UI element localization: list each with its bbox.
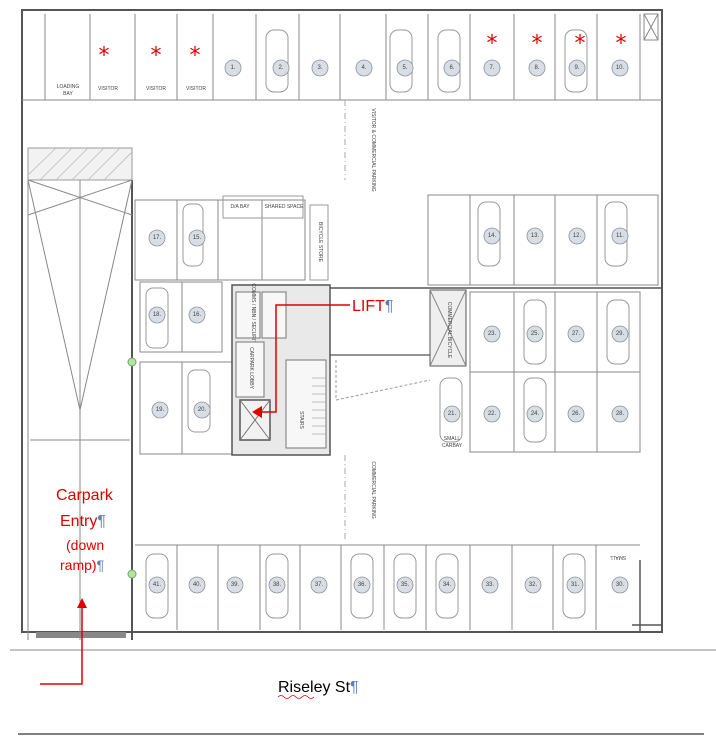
- slot-number: 41.: [153, 582, 162, 588]
- slot-number: 25.: [531, 331, 540, 337]
- visitor-commercial-parking-label: VISITOR & COMMERCIAL PARKING: [370, 108, 376, 191]
- slot-number: 36.: [358, 582, 367, 588]
- small-carbay-label: SMALL: [444, 436, 461, 442]
- slot-number: 34.: [443, 582, 452, 588]
- building-core: COMMS / NBN / SECURITY CARPARK LOBBY STA…: [231, 283, 331, 456]
- carpark-entry-line-2: Entry¶: [60, 513, 106, 530]
- carpark-entry-line-4: ramp)¶: [60, 557, 104, 573]
- slot-number: 11.: [616, 233, 624, 239]
- visitor-marker: *: [575, 32, 586, 57]
- slot-number: 14.: [488, 233, 497, 239]
- slot-number: 39.: [231, 582, 240, 588]
- stairs-label: STAIRS: [298, 411, 304, 429]
- slot-number: 8.: [534, 65, 539, 71]
- slot-number: 2.: [278, 65, 283, 71]
- bottom-bay-row: SMALL 41. 40. 39. 38. 37. 36. 35. 34. 33…: [135, 544, 662, 632]
- carpark-lobby-label: CARPARK LOBBY: [248, 347, 254, 390]
- slot-number: 23.: [488, 331, 497, 337]
- slot-number: 5.: [402, 65, 407, 71]
- slot-number: 28.: [616, 411, 625, 417]
- slot-number: 24.: [531, 411, 540, 417]
- street-name-label: Riseley St¶: [278, 679, 359, 696]
- carpark-entry-line-1: Carpark: [56, 487, 114, 504]
- carpark-entry-annotation: Carpark Entry¶ (down ramp)¶: [40, 487, 114, 685]
- small-carbay-label-bottom: SMALL: [610, 554, 627, 560]
- top-row-labels: LOADING BAY VISITOR VISITOR VISITOR: [57, 84, 207, 97]
- carpark-entry-line-3: (down: [66, 537, 104, 553]
- middle-left-bays: D/A BAY SHARED SPACE BICYCLE STORE 17. 1…: [134, 195, 329, 455]
- shared-space-label: SHARED SPACE: [265, 204, 304, 210]
- visitor-marker: *: [190, 44, 201, 69]
- slot-number: 7.: [489, 65, 494, 71]
- visitor-marker: *: [99, 44, 110, 69]
- top-slot-numbers: 1. 2. 3. 4. 5. 6. 7. 8. 9. 10.: [224, 59, 629, 77]
- slot-number: 31.: [571, 582, 580, 588]
- comms-security-label: COMMS / NBN / SECURITY: [250, 283, 256, 347]
- da-bay-label: D/A BAY: [230, 204, 250, 210]
- visitor-label-1: VISITOR: [98, 86, 118, 92]
- visitor-label-3: VISITOR: [186, 86, 206, 92]
- visitor-marker: *: [532, 32, 543, 57]
- slot-number: 13.: [531, 233, 540, 239]
- slot-number: 12.: [573, 233, 582, 239]
- slot-number: 4.: [361, 65, 366, 71]
- middle-right-bays: 14. 13. 12. 11. COMMERCIAL BICYCLE 23. 2…: [330, 194, 662, 453]
- slot-number: 17.: [153, 235, 162, 241]
- slot-number: 33.: [486, 582, 495, 588]
- slot-number: 35.: [401, 582, 410, 588]
- slot-number: 6.: [449, 65, 454, 71]
- lift-pointer: [252, 304, 350, 418]
- loading-bay-label-2: BAY: [63, 91, 73, 97]
- slot-number: 38.: [273, 582, 282, 588]
- top-bay-row: [44, 13, 659, 100]
- slot-number: 22.: [488, 411, 497, 417]
- slot-number: 18.: [153, 312, 162, 318]
- slot-number: 19.: [156, 407, 165, 413]
- entry-ramp: [27, 147, 137, 640]
- slot-number: 27.: [572, 331, 581, 337]
- slot-number: 16.: [193, 312, 202, 318]
- slot-number: 40.: [193, 582, 202, 588]
- slot-number: 3.: [317, 65, 322, 71]
- slot-number: 10.: [616, 65, 625, 71]
- slot-number: 29.: [616, 331, 625, 337]
- slot-number: 26.: [572, 411, 581, 417]
- visitor-marker: *: [487, 32, 498, 57]
- visitor-label-2: VISITOR: [146, 86, 166, 92]
- slot-number: 37.: [315, 582, 324, 588]
- slot-number: 1.: [230, 65, 235, 71]
- visitor-marker: *: [151, 44, 162, 69]
- small-carbay-label-2: CARBAY: [442, 443, 463, 449]
- visitor-marker: *: [616, 32, 627, 57]
- slot-number: 32.: [529, 582, 538, 588]
- visitor-markers: * * * * * * *: [99, 32, 627, 69]
- slot-number: 20.: [198, 407, 207, 413]
- commercial-parking-label: COMMERCIAL PARKING: [370, 461, 376, 518]
- slot-number: 30.: [616, 582, 625, 588]
- loading-bay-label: LOADING: [57, 84, 80, 90]
- lift-label: LIFT¶: [352, 298, 393, 315]
- commercial-bicycle-label: COMMERCIAL BICYCLE: [446, 302, 452, 359]
- slot-number: 9.: [574, 65, 579, 71]
- slot-number: 15.: [193, 235, 202, 241]
- top-car-outlines: [265, 29, 588, 93]
- bicycle-store-label: BICYCLE STORE: [317, 222, 323, 263]
- slot-number: 21.: [448, 411, 457, 417]
